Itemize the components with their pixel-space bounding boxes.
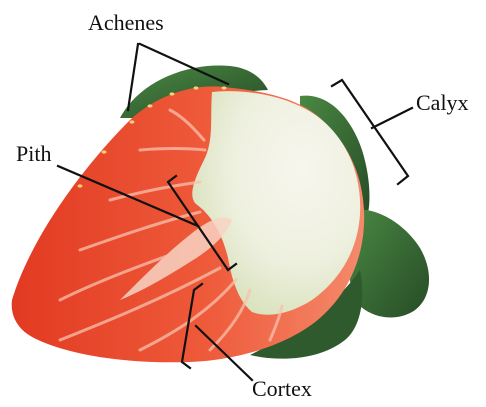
cortex-label: Cortex <box>252 378 312 400</box>
calyx-line <box>372 108 412 128</box>
achenes-label: Achenes <box>88 12 164 34</box>
calyx-label: Calyx <box>416 92 469 114</box>
pith-label: Pith <box>16 143 51 165</box>
